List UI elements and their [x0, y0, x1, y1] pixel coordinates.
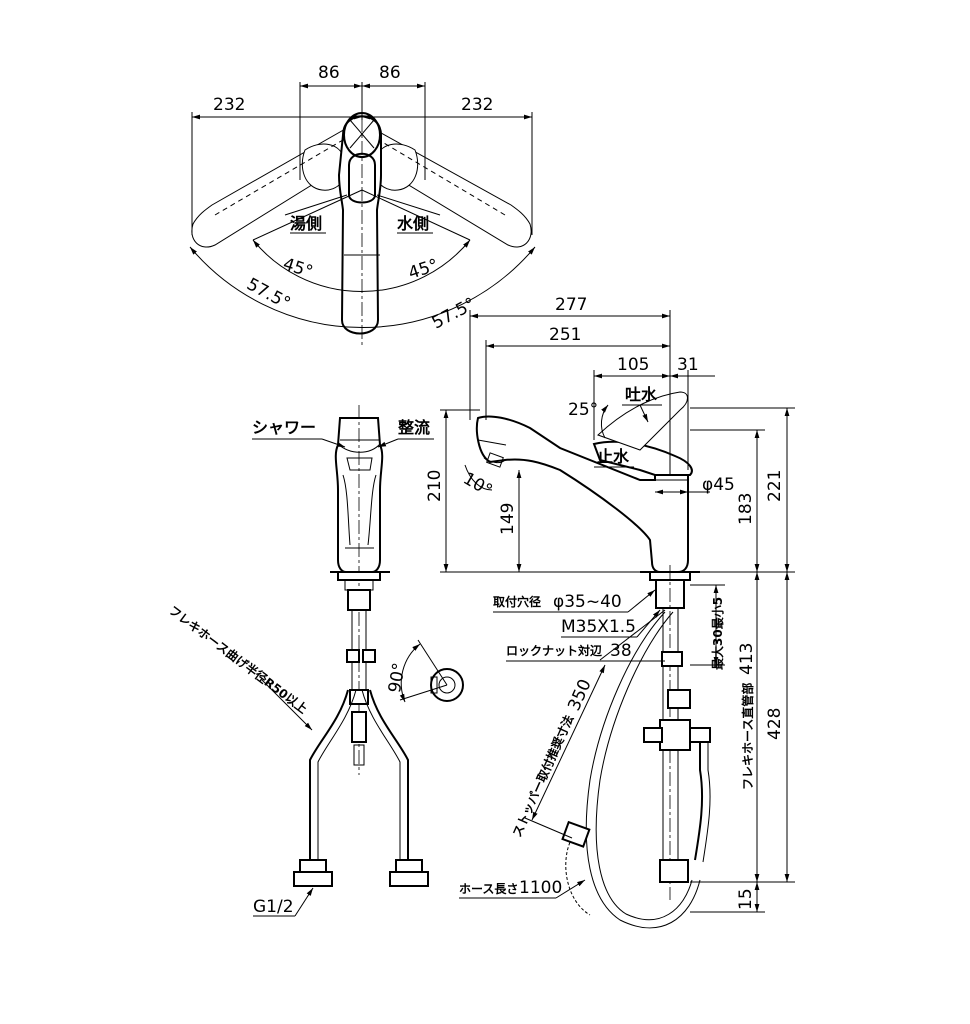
label-hose-length: ホース長さ	[459, 881, 518, 896]
mount-hole-value: φ35~40	[553, 592, 622, 612]
angle-45-right: 45°	[406, 255, 441, 283]
dim-15: 15	[736, 888, 756, 910]
label-thread-m35: M35X1.5	[561, 617, 636, 637]
label-shower: シャワー	[252, 418, 316, 437]
dim-210: 210	[425, 470, 445, 502]
label-cold-side: 水側	[397, 214, 429, 233]
dim-105: 105	[617, 355, 649, 375]
swing-arcs	[189, 189, 536, 329]
label-locknut: ロックナット対辺	[506, 643, 602, 658]
angle-25: 25°	[568, 400, 598, 420]
rotation-detail: 90°	[385, 639, 464, 703]
top-view: 86 86 232 232 湯側 水側 45° 45° 57.5° 57.5°	[189, 63, 536, 345]
label-aerated: 整流	[397, 418, 430, 437]
label-flex-hose: フレキホース直管部	[740, 683, 755, 790]
locknut-value: 38	[610, 641, 632, 661]
label-min-max: 最大30最小5	[710, 597, 725, 670]
dim-277: 277	[555, 295, 587, 315]
dim-232-pair: 232 232	[191, 95, 533, 235]
label-hot-side: 湯側	[290, 214, 322, 233]
dim-221: 221	[765, 470, 785, 502]
angle-45-left: 45°	[280, 254, 315, 282]
label-spout: 吐水	[625, 385, 658, 404]
ghost-handle-right	[353, 127, 532, 248]
dim-428: 428	[765, 708, 785, 740]
hose-length-value: 1100	[519, 878, 562, 898]
label-hose-bend: フレキホース曲げ半径R50以上	[166, 602, 310, 716]
label-stop: 止水	[597, 447, 630, 466]
label-thread-g12: G1/2	[253, 897, 294, 917]
dim-251: 251	[549, 325, 581, 345]
dim-86-left: 86	[318, 63, 340, 83]
angle-57-right: 57.5°	[429, 294, 479, 333]
side-body	[475, 415, 689, 573]
dim-31: 31	[677, 355, 699, 375]
label-mount-hole: 取付穴径	[493, 594, 541, 609]
side-view: 277 251 105 31 吐水 25° 止水 10° 210 149 φ45	[425, 295, 795, 929]
dim-86-right: 86	[379, 63, 401, 83]
dim-149: 149	[498, 503, 518, 535]
dim-232-right: 232	[461, 95, 493, 115]
dim-phi45: φ45	[702, 475, 735, 495]
ghost-handle-left	[191, 127, 366, 248]
angle-90: 90°	[385, 661, 410, 694]
dim-86-pair: 86 86	[299, 63, 426, 180]
front-view: シャワー 整流 フレキホース曲げ半径R50以上 G1/2 90°	[166, 405, 464, 917]
label-stopper: ストッパー取付推奨寸法	[509, 713, 576, 840]
dim-183: 183	[736, 493, 756, 525]
main-handle-top	[337, 95, 382, 345]
angle-57-left: 57.5°	[243, 274, 293, 313]
dim-232-left: 232	[213, 95, 245, 115]
flex-hose-value: 413	[737, 643, 757, 675]
